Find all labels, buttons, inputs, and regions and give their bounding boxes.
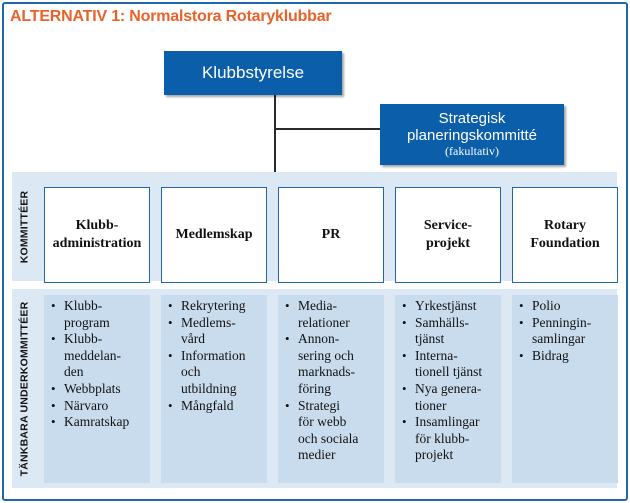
committees-label-text: KOMMITTÉER <box>18 190 31 263</box>
list-item: •Webbplats <box>51 380 121 396</box>
list-item: •Mångfald <box>168 397 234 413</box>
subcommittees-membership: •Rekrytering •Medlems- vård •Information… <box>161 295 267 483</box>
subcommittees-pr: •Media- relationer •Annon- sering och ma… <box>278 295 384 483</box>
list-item: •Insamlingar för klubb- projekt <box>402 414 480 463</box>
list-item: •Kamratskap <box>51 414 130 430</box>
strategic-planning-optional: (fakultativ) <box>445 144 499 158</box>
list-item: •Rekrytering <box>168 298 246 313</box>
list-item: •Klubb- meddelan- den <box>51 331 121 380</box>
list-item: •Polio <box>519 298 561 313</box>
subcommittees-club-administration: •Klubb- program •Klubb- meddelan- den •W… <box>44 295 150 483</box>
list-item: •Strategi för webb och sociala medier <box>285 397 359 463</box>
connector-strategy <box>274 128 380 130</box>
committee-service-projects: Service- projekt <box>395 187 501 283</box>
list-item: •Nya genera- tioner <box>402 380 482 413</box>
committee-pr: PR <box>278 187 384 283</box>
strategic-planning-line2: planeringskommitté <box>406 127 538 144</box>
committee-club-administration: Klubb- administration <box>44 187 150 283</box>
connector-board-stem <box>274 95 276 172</box>
subcommittees-label: TÄNKBARA UNDERKOMMITTÉER <box>14 289 34 488</box>
list-item: •Medlems- vård <box>168 314 236 347</box>
subcommittees-rotary-foundation: •Polio •Penningin- samlingar •Bidrag <box>512 295 618 483</box>
list-item: •Yrkestjänst <box>402 298 477 313</box>
committee-rotary-foundation: Rotary Foundation <box>512 187 618 283</box>
list-item: •Annon- sering och marknads- föring <box>285 331 355 396</box>
list-item: •Klubb- program <box>51 298 110 330</box>
list-item: •Information och utbildning <box>168 347 246 396</box>
list-item: •Media- relationer <box>285 298 350 330</box>
list-item: •Närvaro <box>51 397 109 413</box>
list-item: •Interna- tionell tjänst <box>402 347 483 380</box>
list-item: •Samhälls- tjänst <box>402 314 469 347</box>
diagram-heading: ALTERNATIV 1: Normalstora Rotaryklubbar <box>10 8 332 25</box>
strategic-planning-line1: Strategisk <box>438 110 506 127</box>
list-item: •Penningin- samlingar <box>519 314 592 347</box>
club-board-box: Klubbstyrelse <box>164 51 342 95</box>
subcommittees-label-text: TÄNKBARA UNDERKOMMITTÉER <box>18 301 31 476</box>
committees-label: KOMMITTÉER <box>14 172 34 281</box>
strategic-planning-box: Strategisk planeringskommitté (fakultati… <box>380 104 564 165</box>
list-item: •Bidrag <box>519 347 569 363</box>
subcommittees-service-projects: •Yrkestjänst •Samhälls- tjänst •Interna-… <box>395 295 501 483</box>
committee-membership: Medlemskap <box>161 187 267 283</box>
